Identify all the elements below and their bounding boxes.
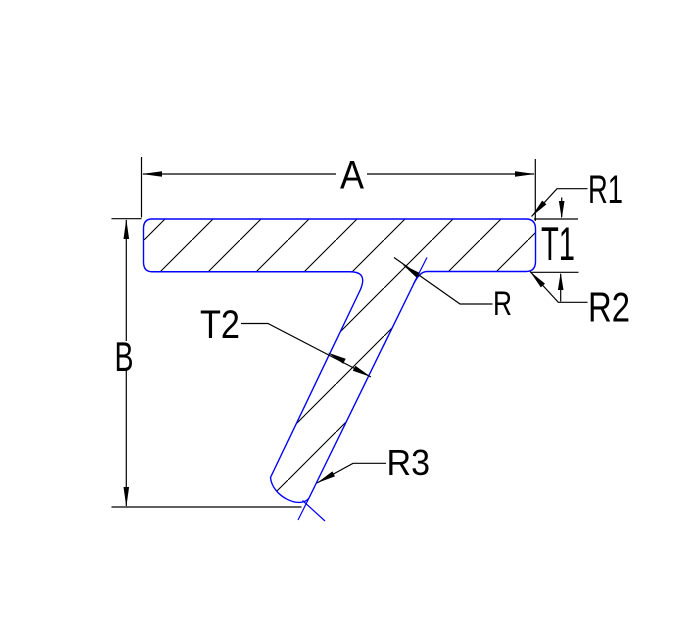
arrow-T2-right <box>352 365 371 377</box>
label-R2: R2 <box>588 284 630 331</box>
label-A: A <box>340 154 364 198</box>
web-right-edge-overshoot-bottom <box>297 497 310 521</box>
profile-cross-section <box>142 218 537 522</box>
arrow-B-bottom <box>123 487 130 507</box>
leader-T2 <box>241 322 372 378</box>
arrow-T1-top <box>558 201 565 219</box>
label-T2: T2 <box>200 303 240 347</box>
tip-tangent-overshoot <box>302 500 326 522</box>
arrow-A-left <box>142 171 162 177</box>
arrow-B-top <box>123 219 130 239</box>
arrow-A-right <box>515 171 535 177</box>
label-R3: R3 <box>387 442 431 483</box>
arrowheads <box>123 171 565 507</box>
arrow-R2 <box>530 271 545 288</box>
web-right-edge-overshoot-top <box>412 257 428 285</box>
label-R: R <box>493 285 512 323</box>
arrow-T2-left <box>327 352 346 364</box>
label-B: B <box>115 333 134 380</box>
construction-overshoot-lines <box>297 257 428 522</box>
arrow-R <box>402 264 420 278</box>
callout-labels: A B T1 T2 R R1 R2 R3 <box>115 154 631 484</box>
arrow-T1-bottom <box>557 272 564 290</box>
label-T1: T1 <box>541 217 575 270</box>
arrow-R3 <box>317 471 335 483</box>
leader-R3 <box>316 462 386 484</box>
dim-B <box>111 218 302 508</box>
arrow-R1 <box>531 200 547 217</box>
label-R1: R1 <box>588 168 623 212</box>
dim-A <box>140 157 536 221</box>
